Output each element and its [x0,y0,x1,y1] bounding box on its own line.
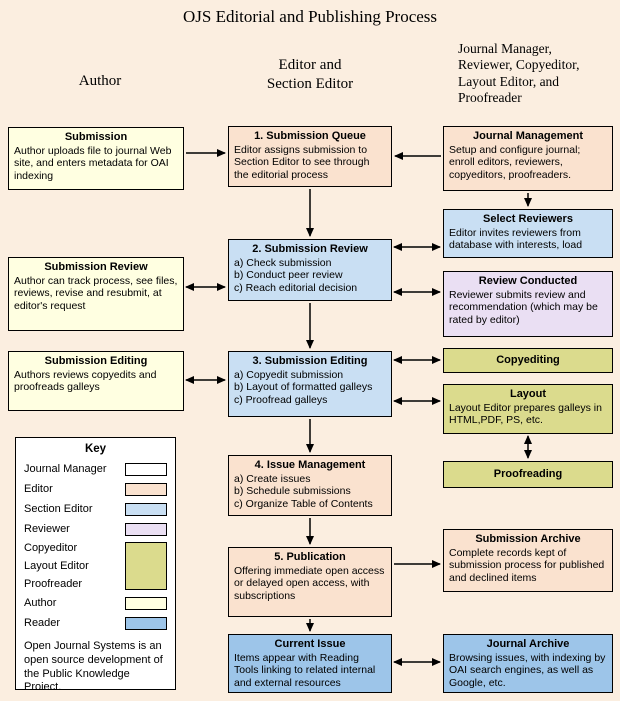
box-body: a) Copyedit submission b) Layout of form… [234,368,373,406]
box-title: Submission [64,131,128,143]
box-body: Editor assigns submission to Section Edi… [234,143,370,181]
box-journal-archive: Journal Archive Browsing issues, with in… [443,634,613,693]
legend-swatch-reader [125,616,167,630]
box-title: 1. Submission Queue [254,130,366,142]
column-header-author: Author [78,73,122,89]
legend-row-editor: Editor [24,479,167,499]
box-title: Journal Archive [486,638,570,650]
legend-label: Reader [24,617,61,629]
legend-swatch-journal-manager [125,462,167,476]
box-title: Current Issue [274,638,346,650]
box-title: Submission Editing [44,355,148,367]
legend-note: Open Journal Systems is an open source d… [24,640,163,690]
box-submission: Submission Author uploads file to journa… [8,127,184,190]
box-title: Copyediting [496,354,560,367]
box-title: Journal Management [472,130,584,142]
box-review-conducted: Review Conducted Reviewer submits review… [443,271,613,337]
legend-swatch-author [125,596,167,610]
box-submission-editing: 3. Submission Editing a) Copyedit submis… [228,351,392,417]
box-body: Setup and configure journal; enroll edit… [449,143,581,181]
box-body: Complete records kept of submission proc… [449,546,605,584]
diagram-title: OJS Editorial and Publishing Process [182,7,438,26]
box-body: Author can track process, see files, rev… [14,274,178,312]
box-body: Offering immediate open access or delaye… [234,564,385,602]
legend-label: Author [24,597,57,609]
box-title: 5. Publication [274,551,346,563]
box-title: Submission Archive [475,533,581,545]
box-body: Items appear with Reading Tools linking … [234,651,376,689]
box-submission-review: 2. Submission Review a) Check submission… [228,239,392,301]
legend-label: Reviewer [24,523,70,535]
column-header-editor-section-editor: Editor and Section Editor [266,57,354,92]
box-submission-editing-author: Submission Editing Authors reviews copye… [8,351,184,411]
legend-row-journal-manager: Journal Manager [24,459,167,479]
box-body: Browsing issues, with indexing by OAI se… [449,651,606,689]
legend-row-author: Author [24,593,167,613]
box-title: 4. Issue Management [254,459,366,471]
box-layout: Layout Layout Editor prepares galleys in… [443,384,613,434]
legend-label: Journal Manager [24,463,107,475]
box-current-issue: Current Issue Items appear with Reading … [228,634,392,693]
box-submission-queue: 1. Submission Queue Editor assigns submi… [228,126,392,187]
box-body: a) Check submission b) Conduct peer revi… [234,256,358,294]
legend-swatch-editor [125,482,167,496]
legend-row-reader: Reader [24,613,167,633]
legend-title: Key [84,443,107,455]
legend: Key Journal Manager Editor Section Edito… [15,437,176,690]
box-proofreading: Proofreading [443,461,613,488]
box-journal-management: Journal Management Setup and configure j… [443,126,613,191]
legend-label: Copyeditor [24,542,78,554]
box-body: Authors reviews copyedits and proofreads… [14,368,157,394]
box-body: Editor invites reviewers from database w… [449,226,583,252]
box-select-reviewers: Select Reviewers Editor invites reviewer… [443,209,613,258]
box-publication: 5. Publication Offering immediate open a… [228,547,392,617]
box-body: a) Create issues b) Schedule submissions… [234,472,373,510]
legend-swatch-copyeditor-layout-proofreader [125,542,167,590]
legend-swatch-section-editor [125,502,167,516]
box-title: Layout [509,388,547,400]
box-copyediting: Copyediting [443,348,613,373]
legend-row-section-editor: Section Editor [24,499,167,519]
box-submission-review-author: Submission Review Author can track proce… [8,257,184,331]
box-body: Layout Editor prepares galleys in HTML,P… [449,401,602,427]
box-body: Reviewer submits review and recommendati… [449,288,598,326]
legend-label: Section Editor [24,503,93,515]
column-header-staff-roles: Journal Manager, Reviewer, Copyeditor, L… [458,41,580,106]
legend-row-reviewer: Reviewer [24,519,167,539]
legend-label: Editor [24,483,53,495]
box-submission-archive: Submission Archive Complete records kept… [443,529,613,592]
legend-label: Layout Editor [24,560,89,572]
legend-swatch-reviewer [125,522,167,536]
box-title: Select Reviewers [483,213,573,225]
box-title: Submission Review [44,261,148,273]
legend-label: Proofreader [24,578,83,590]
legend-row-copyeditor-layout-proofreader: Copyeditor Layout Editor Proofreader [24,539,167,593]
box-title: Review Conducted [478,275,578,287]
box-title: Proofreading [493,468,563,481]
box-title: 2. Submission Review [252,243,368,255]
box-body: Author uploads file to journal Web site,… [14,144,172,182]
box-issue-management: 4. Issue Management a) Create issues b) … [228,455,392,516]
box-title: 3. Submission Editing [252,355,368,367]
